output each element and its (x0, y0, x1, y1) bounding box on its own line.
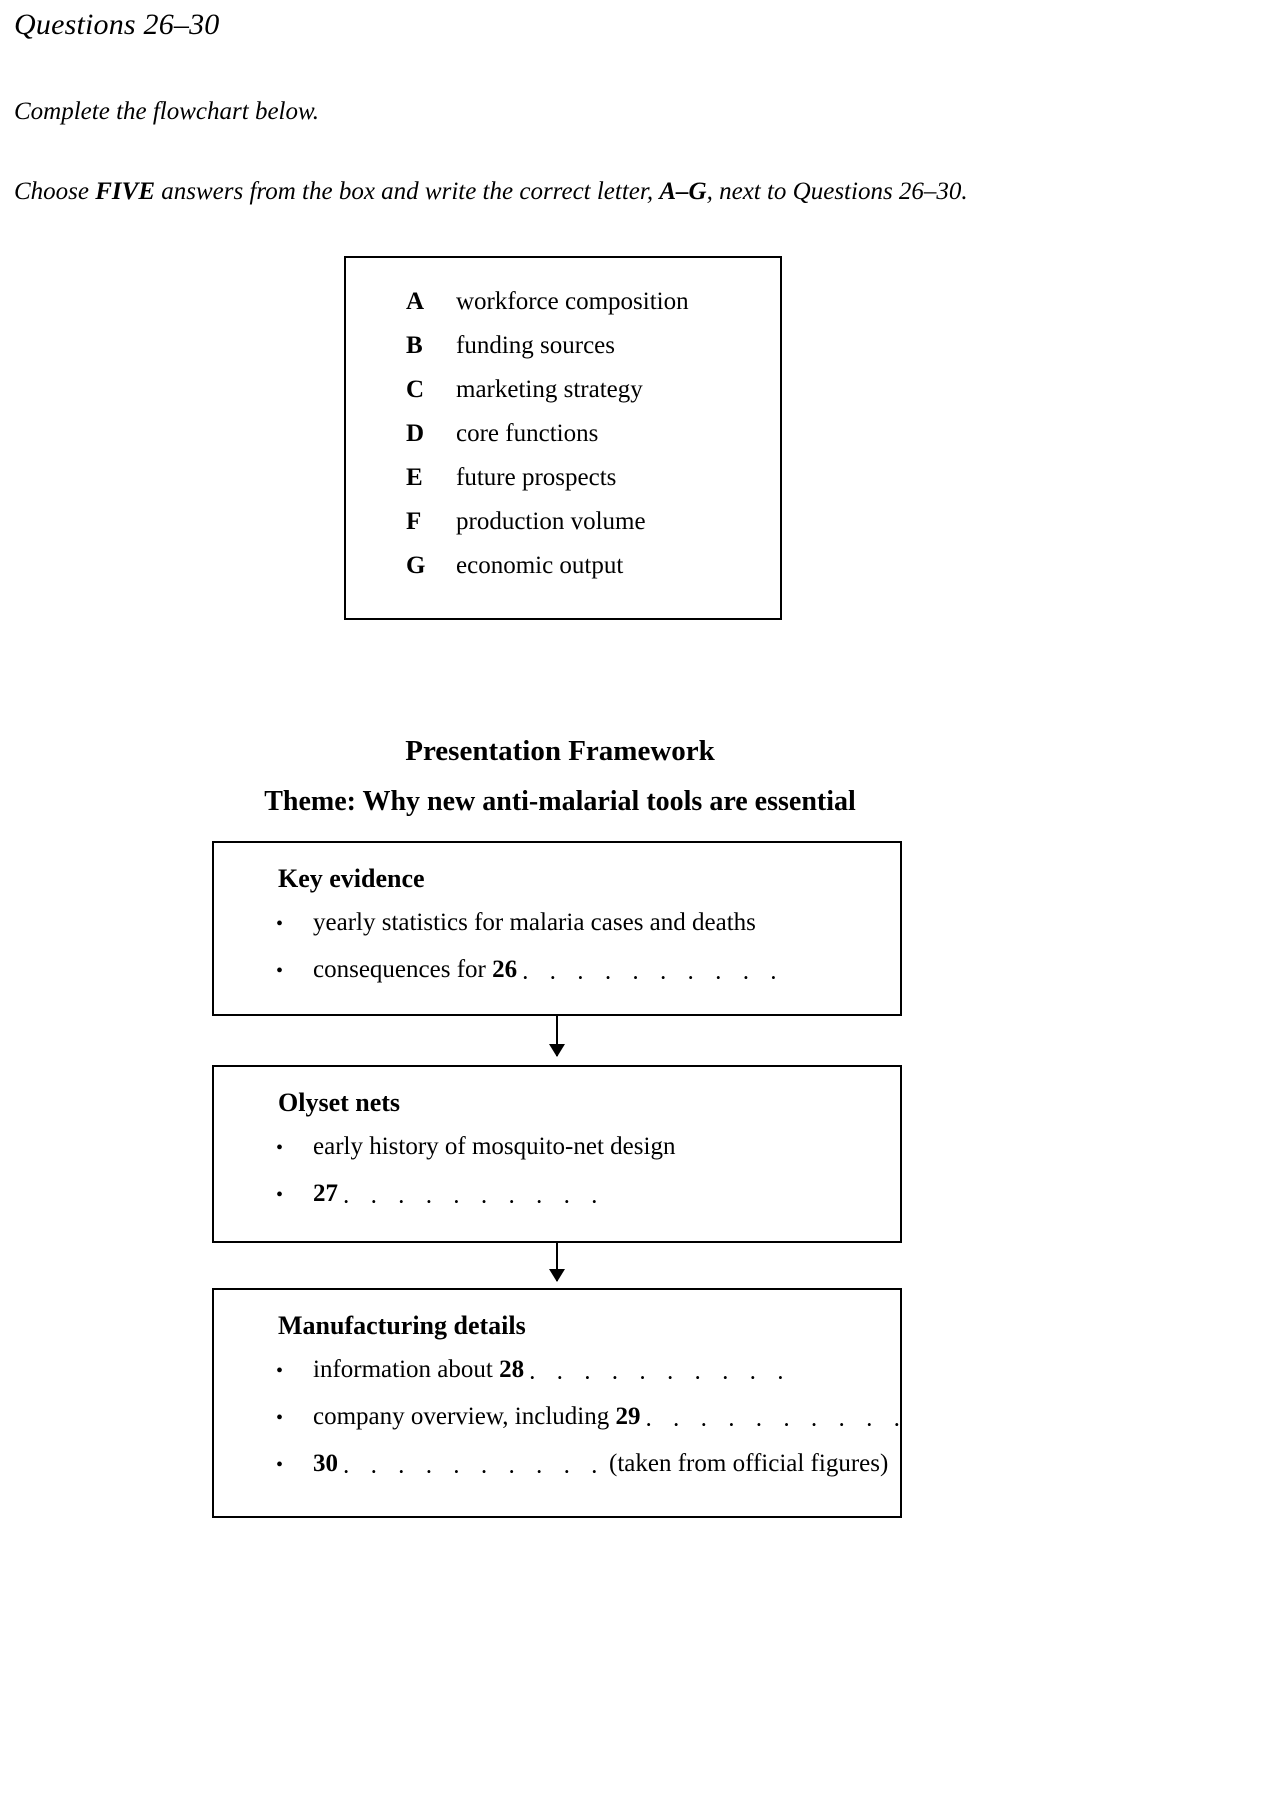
flowchart-box-3-bullets: • information about 28· · · · · · · · · … (276, 1356, 901, 1497)
list-item: • early history of mosquito-net design (276, 1133, 888, 1180)
bullet-text: yearly statistics for malaria cases and … (313, 909, 756, 937)
bullet-dot-icon: • (276, 960, 284, 982)
list-item: • 30· · · · · · · · · ·(taken from offic… (276, 1450, 888, 1497)
flowchart-box-1-bullets: • yearly statistics for malaria cases an… (276, 909, 888, 1003)
option-row-c[interactable]: C marketing strategy (406, 376, 776, 420)
bullet-dot-icon: • (276, 1454, 284, 1476)
option-row-f[interactable]: F production volume (406, 508, 776, 552)
question-number-30: 30 (313, 1450, 338, 1477)
bullet-text-pre: information about (313, 1356, 500, 1383)
page-title: Questions 26–30 (14, 8, 220, 41)
flowchart-box-2-bullets: • early history of mosquito-net design •… (276, 1133, 888, 1227)
flowchart-box-3-title: Manufacturing details (278, 1311, 526, 1340)
option-letter-g: G (406, 552, 426, 579)
option-text-e: future prospects (456, 464, 617, 491)
bullet-dot-icon: • (276, 1137, 284, 1159)
instruction-complete-flowchart: Complete the flowchart below. (14, 98, 320, 125)
option-text-b: funding sources (456, 332, 615, 359)
flowchart-box-manufacturing-details: Manufacturing details • information abou… (212, 1288, 902, 1518)
flowchart-arrow-1 (549, 1016, 565, 1057)
bullet-text: company overview, including 29· · · · · … (313, 1403, 911, 1439)
answer-blank-28[interactable]: · · · · · · · · · · (528, 1365, 792, 1392)
option-letter-a: A (406, 288, 425, 315)
bullet-text-pre: company overview, including (313, 1403, 616, 1430)
list-item: • 27· · · · · · · · · · (276, 1180, 888, 1227)
list-item: • information about 28· · · · · · · · · … (276, 1356, 888, 1403)
answer-blank-27[interactable]: · · · · · · · · · · (342, 1189, 606, 1216)
bullet-dot-icon: • (276, 1184, 284, 1206)
instruction-text-part3: , next to Questions 26–30. (706, 178, 968, 205)
question-number-28: 28 (499, 1356, 525, 1383)
option-row-e[interactable]: E future prospects (406, 464, 776, 508)
bullet-dot-icon: • (276, 1360, 284, 1382)
option-row-g[interactable]: G economic output (406, 552, 776, 596)
answer-blank-26[interactable]: · · · · · · · · · · (521, 965, 785, 992)
instruction-bold-letter-range: A–G (659, 178, 707, 205)
option-letter-b: B (406, 332, 423, 359)
option-text-d: core functions (456, 420, 599, 447)
list-item: • company overview, including 29· · · · … (276, 1403, 901, 1450)
answer-blank-30[interactable]: · · · · · · · · · · (342, 1459, 606, 1486)
answer-options-box: A workforce composition B funding source… (344, 256, 782, 620)
option-letter-f: F (406, 508, 422, 535)
question-number-26: 26 (492, 956, 518, 983)
list-item: • consequences for 26· · · · · · · · · · (276, 956, 888, 1003)
option-row-a[interactable]: A workforce composition (406, 288, 776, 332)
instruction-text-part2: answers from the box and write the corre… (155, 178, 660, 205)
bullet-text-pre: early history of mosquito-net design (313, 1133, 676, 1160)
instruction-text-part1: Choose (14, 178, 96, 205)
flowchart-title: Presentation Framework (405, 735, 715, 767)
option-text-c: marketing strategy (456, 376, 643, 403)
flowchart-subtitle: Theme: Why new anti-malarial tools are e… (264, 786, 856, 817)
option-letter-e: E (406, 464, 423, 491)
question-number-29: 29 (615, 1403, 641, 1430)
bullet-text-post: (taken from official figures) (609, 1450, 889, 1477)
bullet-text-pre: consequences for (313, 956, 493, 983)
bullet-text: consequences for 26· · · · · · · · · · (313, 956, 788, 992)
option-text-g: economic output (456, 552, 624, 579)
flowchart-arrow-2 (549, 1243, 565, 1282)
option-row-b[interactable]: B funding sources (406, 332, 776, 376)
bullet-text: early history of mosquito-net design (313, 1133, 675, 1161)
flowchart-box-key-evidence: Key evidence • yearly statistics for mal… (212, 841, 902, 1016)
flowchart-box-olyset-nets: Olyset nets • early history of mosquito-… (212, 1065, 902, 1243)
flowchart-box-2-title: Olyset nets (278, 1088, 401, 1117)
bullet-dot-icon: • (276, 1407, 284, 1429)
option-row-d[interactable]: D core functions (406, 420, 776, 464)
option-letter-c: C (406, 376, 425, 403)
answer-options-list: A workforce composition B funding source… (406, 288, 776, 596)
flowchart-box-1-title: Key evidence (278, 864, 425, 893)
bullet-text-pre: yearly statistics for malaria cases and … (313, 909, 756, 936)
answer-blank-29[interactable]: · · · · · · · · · · (644, 1412, 908, 1439)
bullet-text: information about 28· · · · · · · · · · (313, 1356, 795, 1392)
instruction-bold-five: FIVE (95, 178, 156, 205)
list-item: • yearly statistics for malaria cases an… (276, 909, 888, 956)
bullet-dot-icon: • (276, 913, 284, 935)
instruction-choose-answers: Choose FIVE answers from the box and wri… (14, 178, 968, 206)
bullet-text: 27· · · · · · · · · · (313, 1180, 609, 1216)
option-letter-d: D (406, 420, 425, 447)
option-text-f: production volume (456, 508, 646, 535)
bullet-text: 30· · · · · · · · · ·(taken from officia… (313, 1450, 889, 1486)
option-text-a: workforce composition (456, 288, 689, 315)
question-number-27: 27 (313, 1180, 338, 1207)
